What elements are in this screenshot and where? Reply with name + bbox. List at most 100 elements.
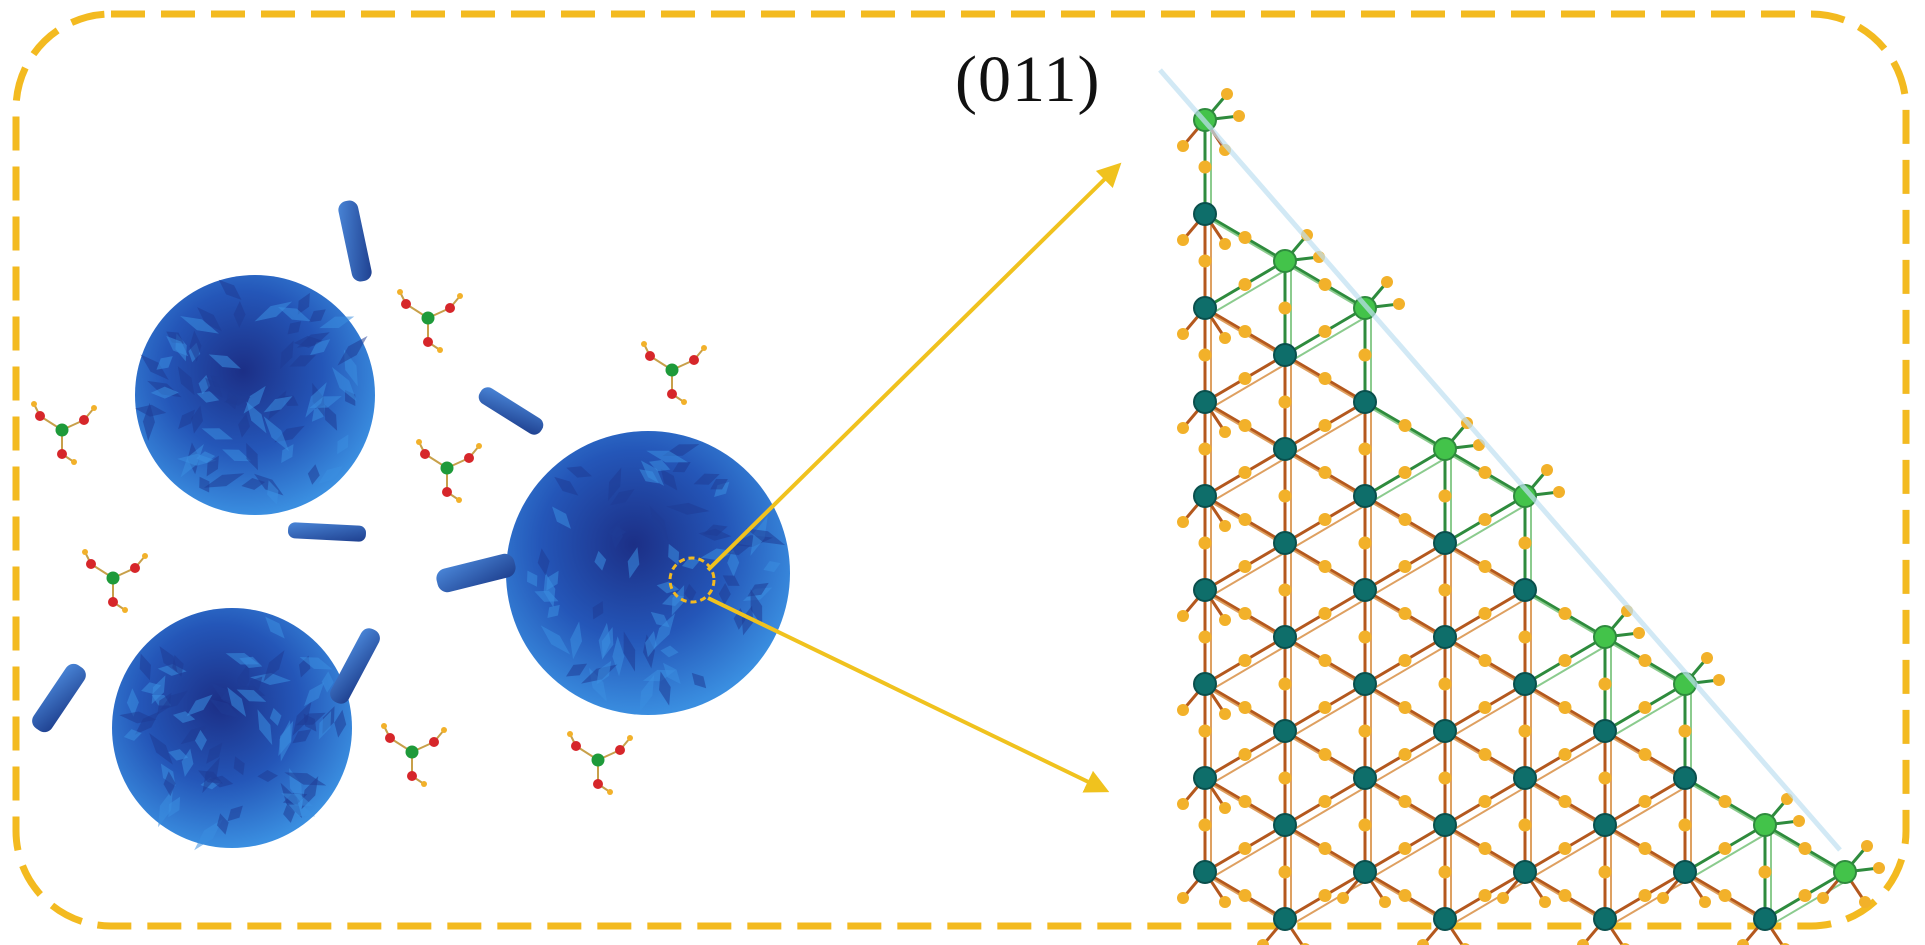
ligand-atom (1518, 724, 1532, 738)
metal-atom (1513, 672, 1537, 696)
ligand-atom (1558, 889, 1572, 902)
metal-atom (1193, 202, 1217, 226)
ligand-atom (1558, 654, 1572, 667)
ligand-atom (1278, 865, 1292, 879)
metal-atom (1593, 719, 1617, 743)
nanoflower-center (506, 431, 790, 715)
ligand-atom (1638, 748, 1652, 761)
metal-atom (1353, 578, 1377, 602)
ligand-atom (1358, 724, 1372, 738)
ligand-atom (1558, 701, 1572, 714)
ligand-atom (1318, 325, 1332, 338)
ligand-atom (1638, 889, 1652, 902)
metal-atom (1673, 766, 1697, 790)
metal-atom (1753, 907, 1777, 931)
molecule-icon (31, 401, 97, 465)
rod-icon (478, 387, 544, 435)
ligand-atom (1278, 677, 1292, 691)
ligand-atom (1238, 513, 1252, 526)
ligand-atom (1478, 795, 1492, 808)
rod-icon (338, 200, 372, 282)
plane-label: (011) (955, 43, 1101, 116)
metal-atom (1593, 907, 1617, 931)
molecule-icon (416, 439, 482, 503)
ligand-atom (1358, 536, 1372, 550)
ligand-atom (1238, 607, 1252, 620)
molecule-icon (82, 549, 148, 613)
metal-atom (1193, 484, 1217, 508)
ligand-atom (1718, 795, 1732, 808)
ligand-atom (1238, 466, 1252, 479)
molecules (31, 289, 707, 795)
plane-guide-line (1158, 68, 1842, 852)
ligand-atom (1318, 419, 1332, 432)
nanoflower-top-left (135, 275, 375, 515)
rod-icon (436, 553, 516, 593)
ligand-atom (1238, 748, 1252, 761)
nanoflower-bottom-left (112, 608, 352, 851)
ligand-atom (1398, 560, 1412, 573)
ligand-atom (1318, 654, 1332, 667)
ligand-atom (1598, 865, 1612, 879)
surface-atom (1593, 625, 1617, 649)
metal-atom (1513, 766, 1537, 790)
ligand-atom (1718, 889, 1732, 902)
ligand-atom (1478, 513, 1492, 526)
ligand-atom (1238, 560, 1252, 573)
ligand-atom (1478, 889, 1492, 902)
ligand-atom (1198, 630, 1212, 644)
metal-atom (1433, 625, 1457, 649)
ligand-atom (1638, 795, 1652, 808)
ligand-atom (1278, 771, 1292, 785)
ligand-atom (1318, 607, 1332, 620)
ligand-atom (1278, 583, 1292, 597)
surface-atom (1433, 437, 1457, 461)
ligand-atom (1798, 889, 1812, 902)
ligand-atom (1398, 748, 1412, 761)
ligand-atom (1238, 701, 1252, 714)
metal-atom (1353, 766, 1377, 790)
ligand-atom (1758, 865, 1772, 879)
metal-atom (1353, 672, 1377, 696)
molecule-icon (567, 731, 633, 795)
ligand-atom (1198, 536, 1212, 550)
ligand-atom (1478, 654, 1492, 667)
ligand-atom (1478, 842, 1492, 855)
ligand-atom (1318, 842, 1332, 855)
ligand-atom (1558, 795, 1572, 808)
ligand-atom (1518, 536, 1532, 550)
ligand-atom (1638, 654, 1652, 667)
ligand-atom (1478, 701, 1492, 714)
ligand-atom (1438, 489, 1452, 503)
ligand-atom (1238, 889, 1252, 902)
metal-atom (1593, 813, 1617, 837)
ligand-atom (1398, 607, 1412, 620)
ligand-atom (1318, 560, 1332, 573)
metal-atom (1273, 531, 1297, 555)
ligand-atom (1238, 231, 1252, 244)
ligand-atom (1318, 748, 1332, 761)
ligand-atom (1638, 701, 1652, 714)
metal-atom (1193, 390, 1217, 414)
metal-atom (1273, 907, 1297, 931)
zoom-arrow-lower (707, 596, 1110, 793)
ligand-atom (1398, 795, 1412, 808)
ligand-atom (1318, 372, 1332, 385)
metal-atom (1513, 578, 1537, 602)
metal-atom (1193, 860, 1217, 884)
metal-atom (1353, 860, 1377, 884)
nanorods (32, 200, 544, 733)
surface-atom (1273, 249, 1297, 273)
ligand-atom (1358, 348, 1372, 362)
ligand-atom (1278, 301, 1292, 315)
ligand-atom (1398, 466, 1412, 479)
ligand-atom (1278, 489, 1292, 503)
ligand-atom (1798, 842, 1812, 855)
metal-atom (1273, 343, 1297, 367)
ligand-atom (1318, 278, 1332, 291)
ligand-atom (1358, 442, 1372, 456)
ligand-atom (1678, 724, 1692, 738)
zoom-region-marker (668, 556, 716, 604)
molecule-icon (397, 289, 463, 353)
